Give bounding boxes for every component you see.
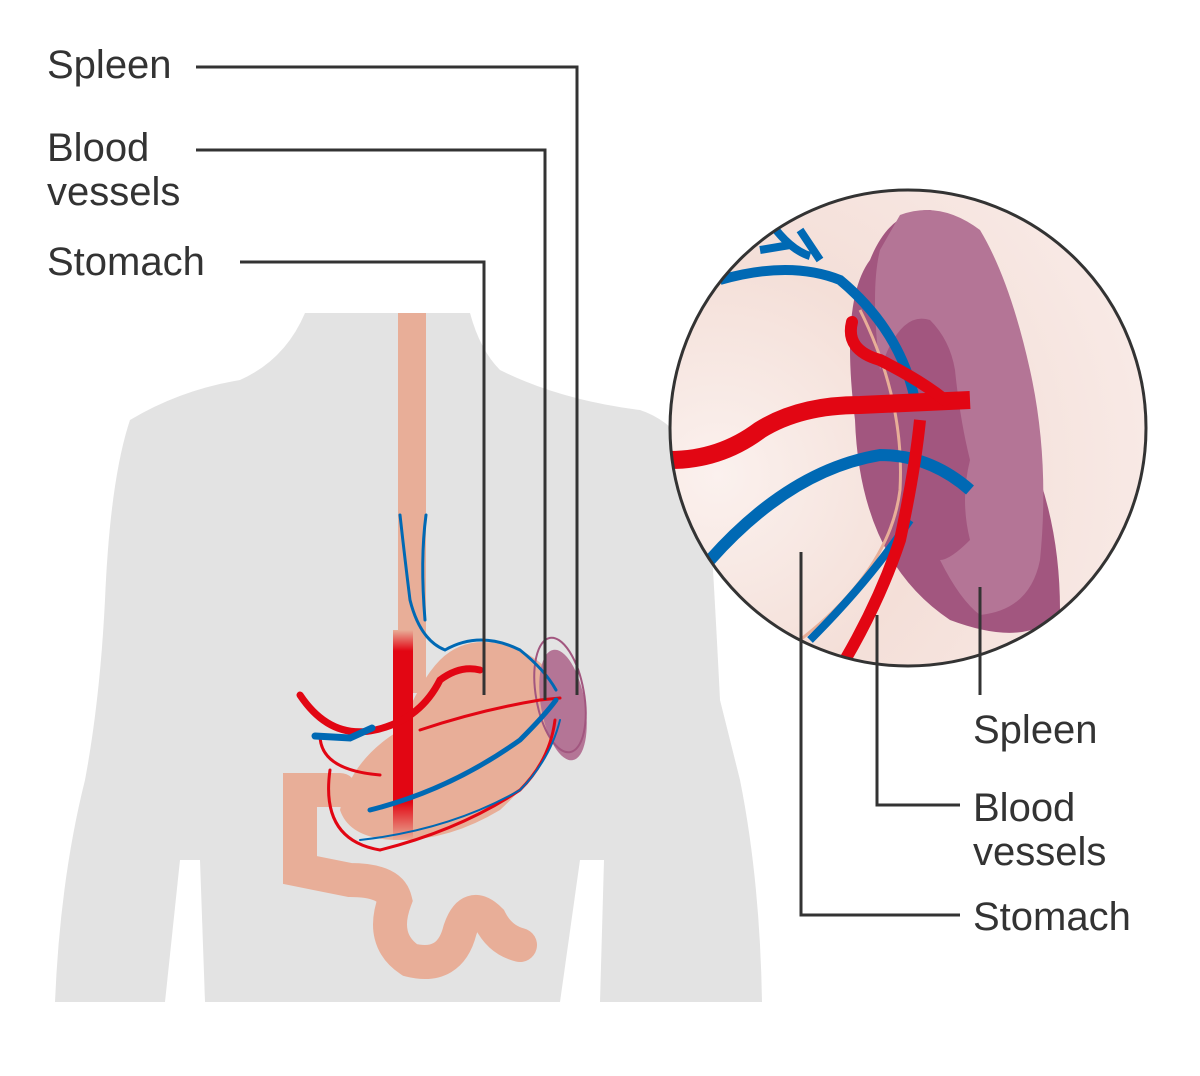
leader-blood-vessels-left (196, 148, 547, 700)
label-stomach-left: Stomach (47, 240, 205, 284)
label-spleen-left: Spleen (47, 43, 172, 87)
leader-blood-vessels-right (875, 615, 960, 807)
label-blood-vessels-right-line2: vessels (973, 830, 1107, 874)
spleen-small (539, 649, 587, 761)
label-spleen-right: Spleen (973, 708, 1098, 752)
spleen-large (875, 210, 1044, 615)
blood-vessels-small (296, 513, 562, 852)
aorta (393, 630, 413, 840)
leader-spleen-left (196, 65, 579, 695)
leader-lines-left (196, 65, 579, 700)
label-stomach-right: Stomach (973, 895, 1131, 939)
zoom-detail (670, 210, 1060, 664)
leader-stomach-right (799, 552, 960, 917)
label-blood-vessels-left-line1: Blood (47, 126, 150, 170)
label-blood-vessels-right-line1: Blood (973, 786, 1076, 830)
leader-lines-right (799, 552, 982, 917)
label-blood-vessels-left-line2: vessels (47, 170, 181, 214)
zoom-circle-outline (668, 188, 1148, 668)
leader-stomach-left (240, 260, 486, 695)
intestine (283, 773, 537, 979)
